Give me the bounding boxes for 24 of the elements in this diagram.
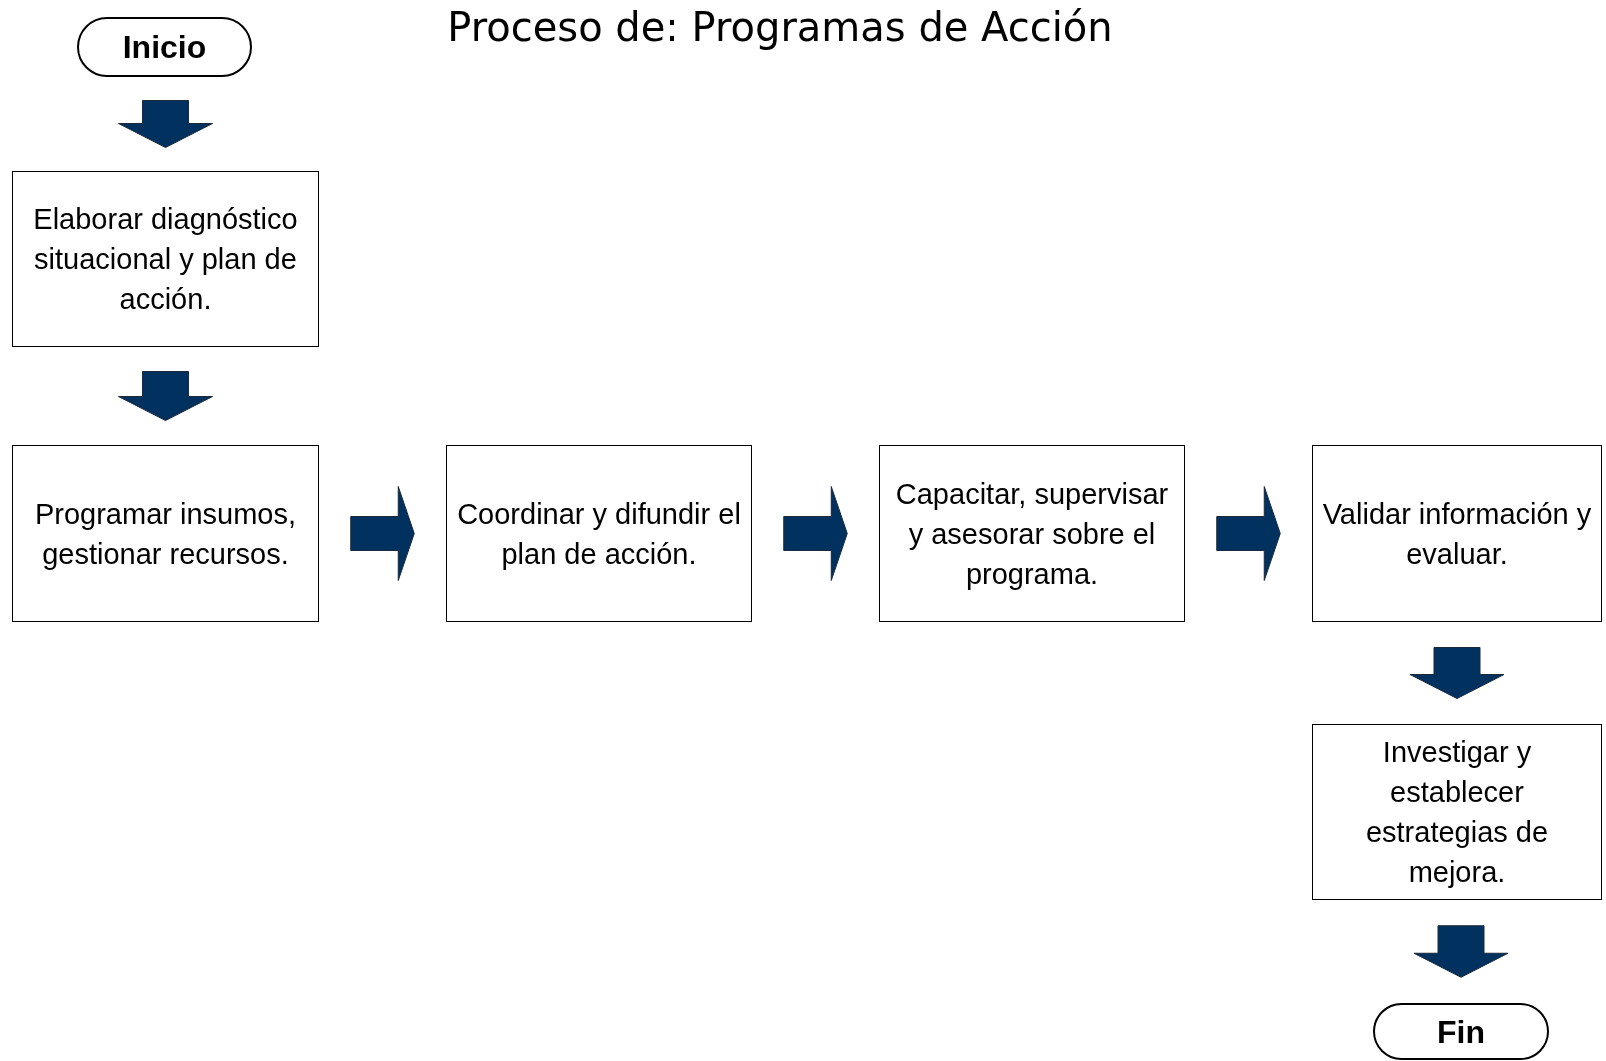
step-text: Inicio <box>122 28 207 67</box>
block-arrow <box>1409 647 1505 699</box>
step-text: Capacitar, supervisar y asesorar sobre el programa. <box>894 476 1170 592</box>
block-arrow <box>350 486 415 581</box>
process-box <box>446 445 752 622</box>
process-box <box>1312 445 1602 622</box>
block-arrow <box>118 100 213 148</box>
step-text: Validar información y evaluar. <box>1321 496 1593 572</box>
process-box <box>12 171 319 347</box>
process-box <box>12 445 319 622</box>
terminal-shape <box>77 17 252 77</box>
step-text: Coordinar y difundir el plan de acción. <box>456 496 742 572</box>
block-arrow <box>118 371 213 421</box>
block-arrow <box>783 486 848 581</box>
step-text: Fin <box>1437 1012 1485 1052</box>
step-text: Elaborar diagnóstico situacional y plan de acción. <box>32 202 299 317</box>
step-text: Investigar y establecer estrategias de mejora. <box>1364 735 1550 890</box>
terminal-shape <box>1373 1003 1549 1060</box>
step-text: Programar insumos, gestionar recursos. <box>33 496 298 572</box>
block-arrow <box>1216 486 1281 581</box>
process-box <box>1312 724 1602 900</box>
diagram-title: Proceso de: Programas de Acción <box>446 4 1114 50</box>
process-box <box>879 445 1185 622</box>
block-arrow <box>1413 925 1509 978</box>
